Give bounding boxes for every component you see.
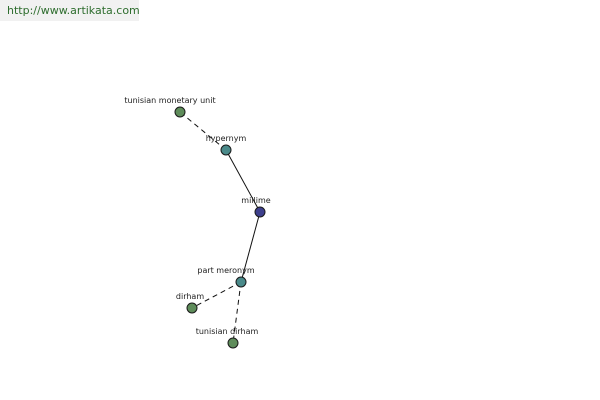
edges-layer <box>179 111 261 344</box>
node-label-dirham[interactable]: dirham <box>176 292 204 301</box>
watermark-text: http://www.artikata.com <box>7 4 140 17</box>
edge-hypernym-to-tunisian-monetary-unit <box>179 111 227 151</box>
edge-millime-to-part-meronym <box>240 211 261 283</box>
watermark-banner: http://www.artikata.com <box>0 0 140 21</box>
labels-layer: millime hypernym tunisian monetary unit par… <box>124 96 270 336</box>
node-label-millime[interactable]: millime <box>241 196 270 205</box>
node-label-hypernym[interactable]: hypernym <box>206 134 247 143</box>
node-tunisian-monetary-unit[interactable] <box>174 106 186 118</box>
node-dirham[interactable] <box>186 302 198 314</box>
node-label-part-meronym[interactable]: part meronym <box>197 266 254 275</box>
edge-part-meronym-to-dirham <box>191 281 242 309</box>
node-label-tunisian-dirham[interactable]: tunisian dirham <box>196 327 259 336</box>
node-part-meronym[interactable] <box>235 276 247 288</box>
edge-part-meronym-to-tunisian-dirham <box>232 281 242 344</box>
node-millime[interactable] <box>254 206 266 218</box>
node-hypernym[interactable] <box>220 144 232 156</box>
node-label-tunisian-monetary-unit[interactable]: tunisian monetary unit <box>124 96 215 105</box>
edge-millime-to-hypernym <box>225 149 261 213</box>
nodes-layer <box>174 106 266 349</box>
node-tunisian-dirham[interactable] <box>227 337 239 349</box>
